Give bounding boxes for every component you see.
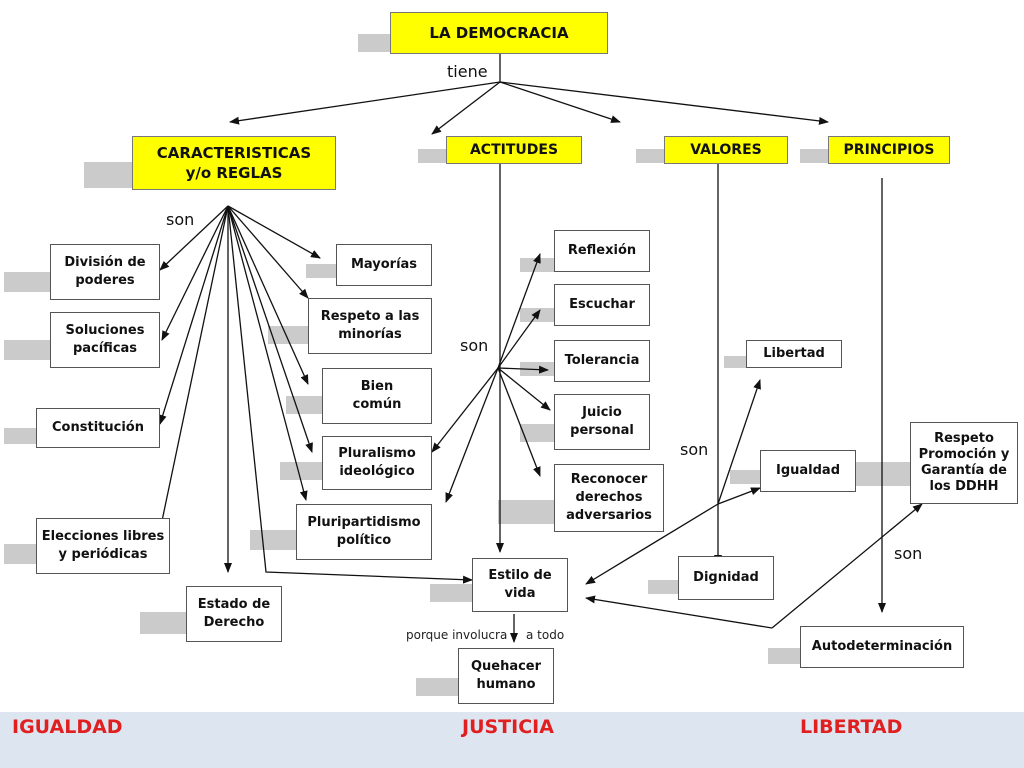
node-pluralismo: Pluralismo ideológico <box>322 436 432 490</box>
shadow <box>4 544 40 564</box>
shadow <box>418 149 452 163</box>
label-tiene: tiene <box>447 62 488 81</box>
shadow <box>4 340 52 360</box>
shadow <box>286 396 324 414</box>
node-estilo-vida: Estilo de vida <box>472 558 568 612</box>
node-soluciones-pacificas: Soluciones pacíficas <box>50 312 160 368</box>
node-constitucion: Constitución <box>36 408 160 448</box>
footer-justicia: JUSTICIA <box>462 716 554 738</box>
node-la-democracia: LA DEMOCRACIA <box>390 12 608 54</box>
label-porque-involucra: porque involucra <box>406 628 508 642</box>
shadow <box>636 149 668 163</box>
node-caracteristicas: CARACTERISTICAS y/o REGLAS <box>132 136 336 190</box>
node-bien-comun: Bien común <box>322 368 432 424</box>
shadow <box>730 470 760 484</box>
node-actitudes: ACTITUDES <box>446 136 582 164</box>
shadow <box>648 580 678 594</box>
node-division-poderes: División de poderes <box>50 244 160 300</box>
shadow <box>800 149 832 163</box>
label-son-actitudes: son <box>460 336 489 355</box>
node-juicio-personal: Juicio personal <box>554 394 650 450</box>
node-respeto-minorias: Respeto a las minorías <box>308 298 432 354</box>
node-quehacer-humano: Quehacer humano <box>458 648 554 704</box>
node-mayorias: Mayorías <box>336 244 432 286</box>
node-respeto-ddhh: Respeto Promoción y Garantía de los DDHH <box>910 422 1018 504</box>
node-reconocer-derechos: Reconocer derechos adversarios <box>554 464 664 532</box>
footer-libertad: LIBERTAD <box>800 716 903 738</box>
shadow <box>724 356 748 368</box>
node-tolerancia: Tolerancia <box>554 340 650 382</box>
node-pluripartidismo: Pluripartidismo político <box>296 504 432 560</box>
shadow <box>768 648 802 664</box>
footer-bar <box>0 712 1024 768</box>
node-estado-derecho: Estado de Derecho <box>186 586 282 642</box>
node-valores: VALORES <box>664 136 788 164</box>
label-son-principios: son <box>894 544 923 563</box>
shadow <box>84 162 136 188</box>
shadow <box>4 428 40 444</box>
label-a-todo: a todo <box>526 628 565 642</box>
shadow <box>416 678 460 696</box>
node-libertad: Libertad <box>746 340 842 368</box>
shadow <box>358 34 394 52</box>
shadow <box>520 258 556 272</box>
shadow <box>498 500 556 524</box>
label-son-valores: son <box>680 440 709 459</box>
shadow <box>430 584 474 602</box>
concept-map: LA DEMOCRACIA CARACTERISTICAS y/o REGLAS… <box>4 12 1018 704</box>
node-elecciones: Elecciones libres y periódicas <box>36 518 170 574</box>
shadow <box>856 462 912 486</box>
shadow <box>306 264 338 278</box>
label-son-caracteristicas: son <box>166 210 195 229</box>
node-igualdad: Igualdad <box>760 450 856 492</box>
node-reflexion: Reflexión <box>554 230 650 272</box>
connector-lines <box>155 54 923 643</box>
footer-igualdad: IGUALDAD <box>12 716 123 738</box>
node-autodeterminacion: Autodeterminación <box>800 626 964 668</box>
node-dignidad: Dignidad <box>678 556 774 600</box>
shadow <box>140 612 188 634</box>
shadow <box>4 272 52 292</box>
node-principios: PRINCIPIOS <box>828 136 950 164</box>
node-escuchar: Escuchar <box>554 284 650 326</box>
shadow <box>268 326 310 344</box>
shadow <box>280 462 324 480</box>
shadow <box>520 424 556 442</box>
